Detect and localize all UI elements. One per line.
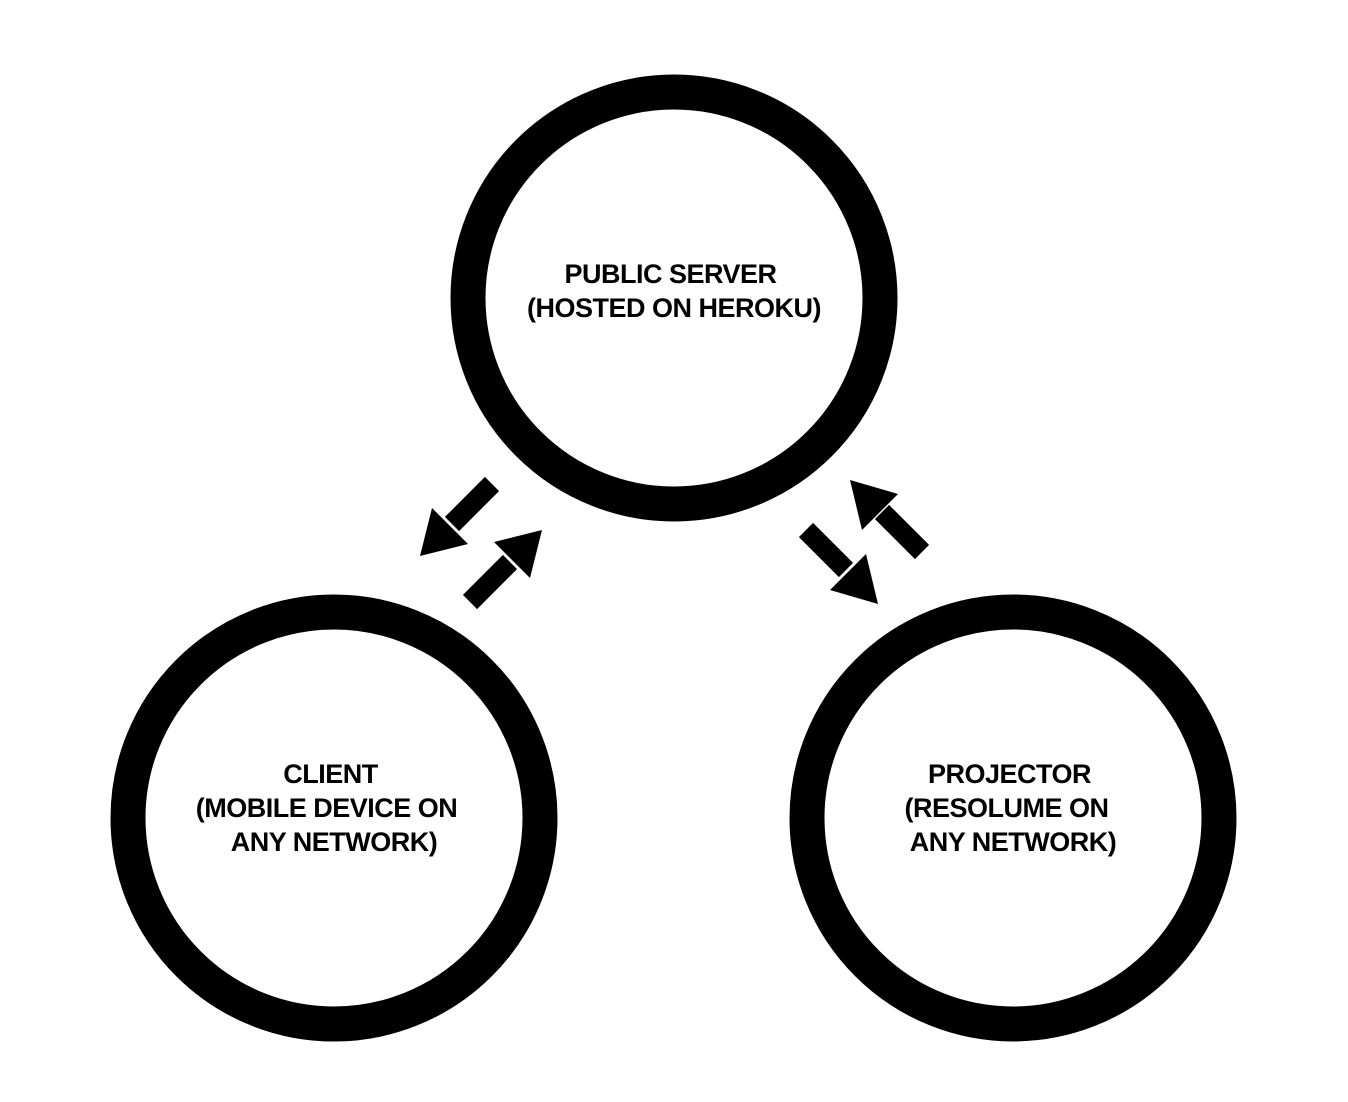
server-circle (450, 74, 898, 522)
server-label-line2: (HOSTED ON HEROKU) (527, 293, 821, 323)
arrow-server-to-client (420, 476, 500, 556)
arrow-projector-to-server-head (850, 480, 898, 530)
arrow-server-to-projector-head (830, 554, 878, 604)
arrow-server-to-client-head (420, 508, 468, 556)
projector-circle (789, 594, 1237, 1042)
projector-label-line3: ANY NETWORK) (910, 827, 1117, 857)
server-label: PUBLIC SERVER (HOSTED ON HEROKU) (527, 259, 821, 323)
arrow-projector-to-server (850, 480, 930, 560)
client-label-line2: (MOBILE DEVICE ON (196, 793, 458, 823)
arrow-server-to-projector-shaft (798, 522, 854, 578)
projector-label: PROJECTOR (RESOLUME ON ANY NETWORK) (904, 759, 1116, 857)
client-label-line3: ANY NETWORK) (231, 827, 438, 857)
arrow-server-to-projector (798, 522, 878, 604)
arrow-projector-to-server-shaft (874, 504, 930, 560)
server-node: PUBLIC SERVER (HOSTED ON HEROKU) (450, 74, 898, 522)
client-node: CLIENT (MOBILE DEVICE ON ANY NETWORK) (110, 594, 558, 1042)
projector-label-line1: PROJECTOR (928, 759, 1091, 789)
projector-node: PROJECTOR (RESOLUME ON ANY NETWORK) (789, 594, 1237, 1042)
arrow-client-to-server-shaft (462, 554, 518, 610)
client-label: CLIENT (MOBILE DEVICE ON ANY NETWORK) (196, 759, 465, 857)
arrow-client-to-server-head (494, 530, 542, 578)
server-label-line1: PUBLIC SERVER (564, 259, 776, 289)
arrow-client-to-server (462, 530, 542, 610)
projector-label-line2: (RESOLUME ON (904, 793, 1108, 823)
arrow-server-to-client-shaft (444, 476, 500, 532)
client-circle (110, 594, 558, 1042)
client-label-line1: CLIENT (283, 759, 379, 789)
